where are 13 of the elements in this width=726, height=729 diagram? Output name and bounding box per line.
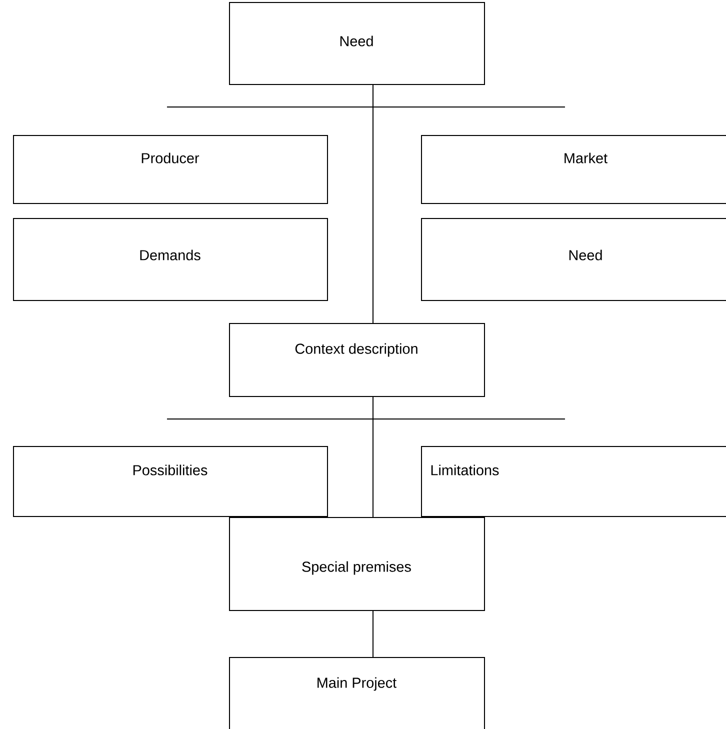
box: Producer: [13, 135, 328, 204]
box: Possibilities: [13, 446, 328, 517]
box: Context description: [229, 323, 485, 397]
box: Main Project: [229, 657, 485, 729]
box: Market: [421, 135, 726, 204]
connector-line: [372, 396, 374, 518]
box: Demands: [13, 218, 328, 301]
connector-line: [372, 610, 374, 658]
box: Need: [229, 2, 485, 85]
box: Limitations: [421, 446, 726, 517]
connector-line: [372, 84, 374, 324]
box: Need: [421, 218, 726, 301]
box: Special premises: [229, 517, 485, 611]
